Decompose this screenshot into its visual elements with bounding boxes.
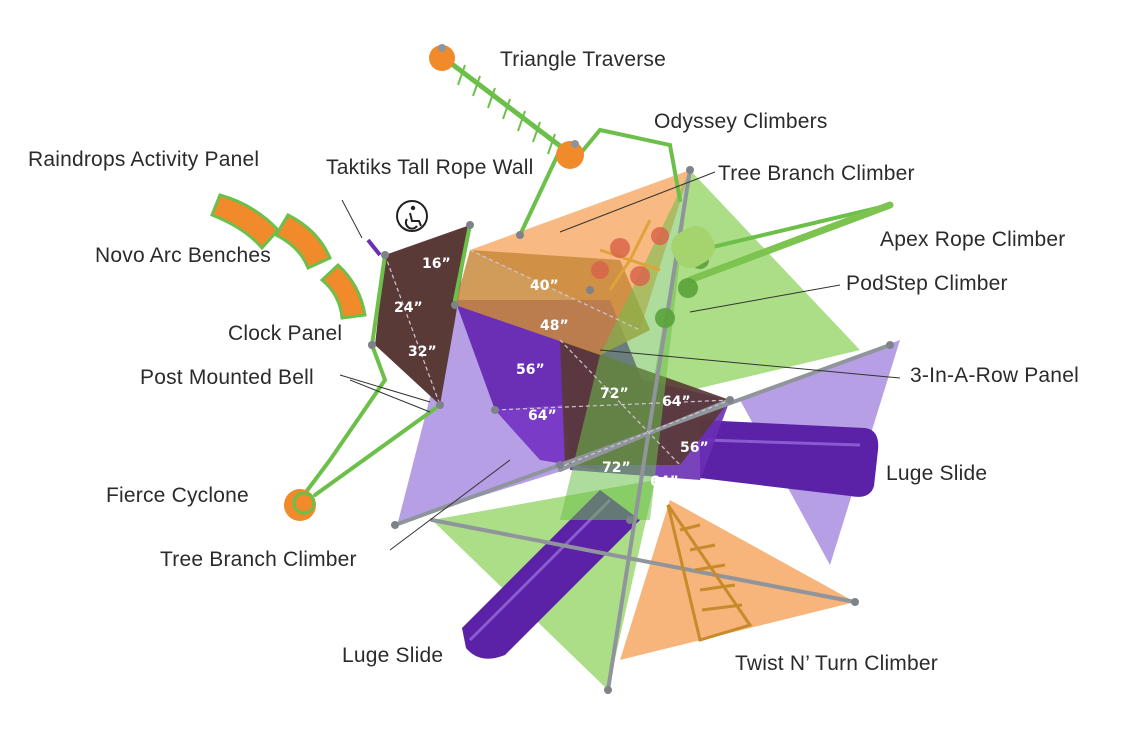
deck-height-72-lower: 72” xyxy=(602,460,631,476)
deck-height-56-left: 56” xyxy=(516,362,545,378)
green-frame xyxy=(298,127,892,502)
label-luge-slide-bottom: Luge Slide xyxy=(342,644,444,667)
raindrops-activity-panel xyxy=(366,238,382,257)
deck-height-32: 32” xyxy=(408,344,437,360)
label-fierce-cyclone: Fierce Cyclone xyxy=(106,484,249,507)
deck-seams xyxy=(384,249,731,466)
label-luge-slide-right: Luge Slide xyxy=(886,462,988,485)
luge-slide-right-rim xyxy=(704,438,861,447)
deck-height-64-left: 64” xyxy=(528,408,557,424)
triangle-traverse-rungs xyxy=(457,64,556,155)
deck-height-48: 48” xyxy=(540,318,569,334)
apex-rope-climber-pole xyxy=(686,201,894,284)
label-apex-rope-climber: Apex Rope Climber xyxy=(880,228,1066,251)
twist-n-turn-climber xyxy=(666,504,753,642)
fierce-cyclone xyxy=(284,489,316,521)
wheelchair-accessible-icon xyxy=(396,200,428,232)
novo-arc-benches xyxy=(210,193,367,320)
label-novo-arc-benches: Novo Arc Benches xyxy=(95,244,271,267)
raindrops-panel-shape xyxy=(671,225,715,269)
label-tree-branch-climber-top: Tree Branch Climber xyxy=(718,162,915,185)
label-triangle-traverse: Triangle Traverse xyxy=(500,48,667,71)
deck-height-64-right: 64” xyxy=(662,394,691,410)
label-podstep-climber: PodStep Climber xyxy=(846,272,1008,295)
label-raindrops-activity-panel: Raindrops Activity Panel xyxy=(28,148,260,171)
deck-height-72-upper: 72” xyxy=(600,386,629,402)
deck-height-40: 40” xyxy=(530,278,559,294)
label-3-in-a-row-panel: 3-In-A-Row Panel xyxy=(910,364,1079,387)
deck-height-64-lower: 64” xyxy=(650,474,679,490)
triangle-traverse-caps xyxy=(429,44,584,169)
label-clock-panel: Clock Panel xyxy=(228,322,343,345)
deck-height-24: 24” xyxy=(394,300,423,316)
deck-brown-16-24-32 xyxy=(375,225,470,405)
tree-branch-climber-pods xyxy=(591,227,669,286)
label-odyssey-climbers: Odyssey Climbers xyxy=(654,110,828,133)
leader-lines xyxy=(339,171,901,551)
shade-sail-green-center xyxy=(560,170,690,520)
deck-height-56-right: 56” xyxy=(680,440,709,456)
luge-slide-bottom xyxy=(462,490,640,659)
post-caps xyxy=(368,166,894,694)
label-taktiks-tall-rope-wall: Taktiks Tall Rope Wall xyxy=(326,156,534,179)
label-tree-branch-climber-bottom: Tree Branch Climber xyxy=(160,548,357,571)
luge-slide-bottom-rim xyxy=(468,498,612,642)
label-post-mounted-bell: Post Mounted Bell xyxy=(140,366,314,389)
label-twist-n-turn-climber: Twist N’ Turn Climber xyxy=(735,652,938,675)
luge-slide-right xyxy=(700,420,879,497)
deck-height-16: 16” xyxy=(422,256,451,272)
shade-sail-purple-left xyxy=(398,300,565,522)
